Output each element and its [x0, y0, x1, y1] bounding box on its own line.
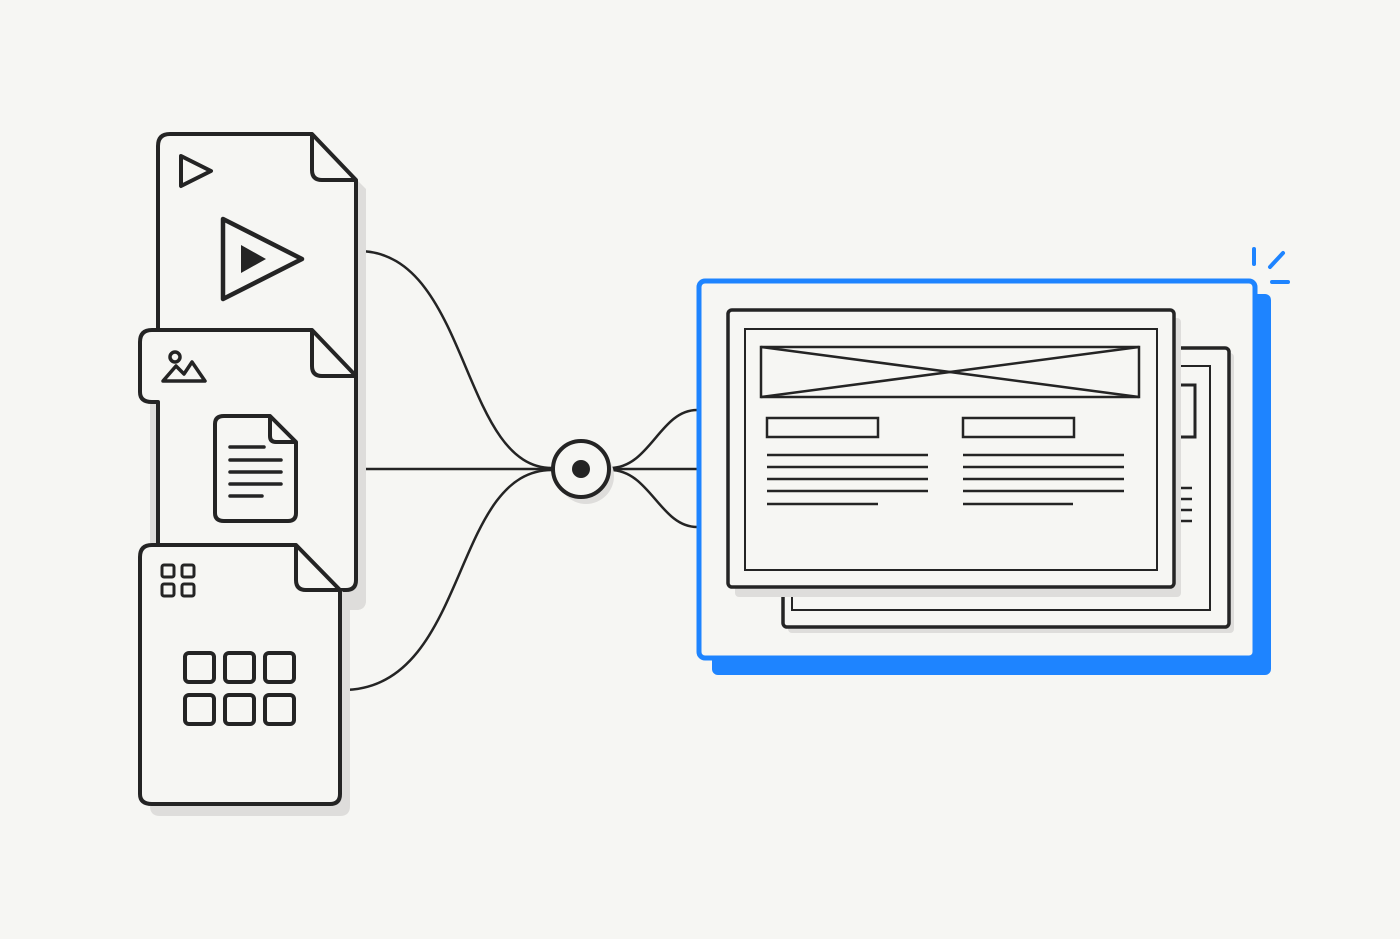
image-mountain-icon — [161, 350, 207, 383]
play-large-inner-icon — [241, 245, 266, 273]
document-file-card — [138, 328, 366, 610]
image-placeholder-icon — [759, 345, 1141, 399]
merge-node-icon — [551, 439, 614, 504]
grid-small-icon — [160, 563, 196, 598]
column-left — [765, 416, 928, 506]
grid-large-icon — [183, 651, 296, 726]
video-file-fold — [310, 134, 356, 182]
grid-file-fold — [294, 545, 340, 592]
connector-hub-to-output-top — [608, 408, 699, 470]
connector-grid-to-hub — [340, 468, 554, 692]
output-layout-panel — [696, 247, 1290, 675]
document-file-fold — [310, 330, 356, 378]
front-page-card — [726, 308, 1181, 597]
grid-file-card — [138, 543, 350, 816]
connector-video-to-hub — [356, 249, 554, 470]
source-files — [138, 132, 366, 816]
merge-node-dot — [572, 460, 590, 478]
play-small-icon — [179, 154, 213, 188]
grid-file-body — [138, 543, 342, 806]
sparkle-icon — [1252, 247, 1290, 284]
play-large-icon — [220, 216, 305, 302]
connector-lines — [340, 249, 699, 692]
text-document-icon — [213, 414, 298, 523]
connector-hub-to-output-bottom — [608, 468, 699, 529]
column-right — [961, 416, 1124, 506]
